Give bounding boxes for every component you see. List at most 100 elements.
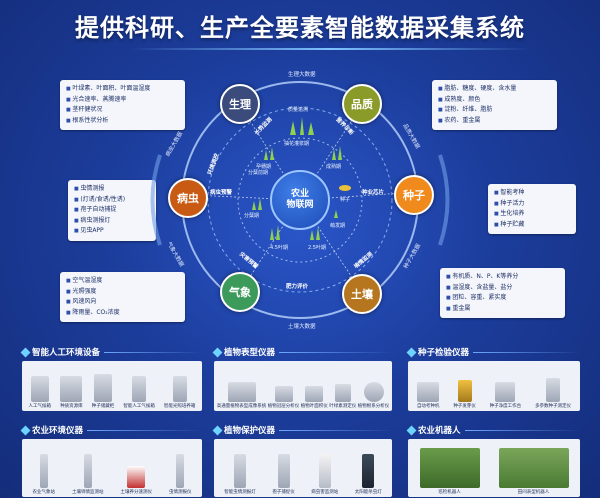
- device-item[interactable]: 土壤养分速测仪: [120, 465, 153, 496]
- list-item: 脂肪、糖度、硬度、含水量: [438, 84, 551, 95]
- list-item: 根系性状分析: [66, 116, 179, 127]
- list-item: 种子贮藏: [494, 220, 570, 231]
- info-box-quality: 脂肪、糖度、硬度、含水量 成熟度、颜色 淀粉、纤维、脂肪 农药、重金属: [432, 80, 557, 130]
- device-item[interactable]: 土壤墒情监测站: [72, 453, 104, 496]
- diamond-icon: [212, 425, 223, 435]
- iot-hub: 农业 物联网: [270, 170, 330, 230]
- diamond-icon: [20, 425, 31, 435]
- device-label: 植物冠层分析仪: [267, 403, 300, 409]
- node-pest[interactable]: 病虫: [168, 178, 208, 218]
- node-weather[interactable]: 气象: [220, 272, 260, 312]
- device-label: 高通量植物表型成像系统: [216, 403, 267, 409]
- label-seed-chip: 种业芯片: [362, 190, 385, 196]
- device-label: 孢子捕捉仪: [272, 489, 295, 495]
- section-agri-environment: 农业环境仪器 农业气象站 土壤墒情监测站 土壤养分速测仪 虫情测报仪: [20, 424, 202, 497]
- label-leaf-4-5: 4.5叶期: [270, 245, 288, 251]
- device-label: 植物叶面积仪: [300, 403, 328, 409]
- diamond-icon: [212, 347, 223, 357]
- list-item: 降雨量、CO₂浓度: [66, 308, 179, 319]
- device-label: 叶绿素测定仪: [329, 403, 357, 409]
- info-box-seed: 智能考种 种子活力 生化培养 种子贮藏: [488, 184, 576, 234]
- device-label: 土壤墒情监测站: [72, 489, 104, 495]
- list-item: 有机质、N、P、K等养分: [446, 272, 559, 283]
- list-item: 叶绿素、叶面积、叶面温湿度: [66, 84, 179, 95]
- device-item[interactable]: 田间表型机器人: [498, 447, 569, 496]
- label-seed: 种子: [340, 197, 351, 203]
- device-label: 智能光照培养箱: [163, 403, 196, 409]
- section-title: 智能人工环境设备: [32, 348, 101, 358]
- device-item[interactable]: 高通量植物表型成像系统: [216, 381, 267, 410]
- device-panel: 高通量植物表型成像系统 植物冠层分析仪 植物叶面积仪 叶绿素测定仪 植物根系分析…: [214, 361, 392, 411]
- device-label: 种子发芽仪: [453, 403, 476, 409]
- device-item[interactable]: 巡检机器人: [419, 447, 480, 496]
- node-label: 土壤: [351, 288, 373, 301]
- device-item[interactable]: 多参数种子测定仪: [535, 377, 572, 410]
- list-item: (灯诱/食诱/性诱): [74, 195, 150, 206]
- device-label: 多参数种子测定仪: [535, 403, 572, 409]
- list-item: 病虫测报灯: [74, 216, 150, 227]
- device-label: 自动考种机: [416, 403, 440, 409]
- list-item: 重金属: [446, 304, 559, 315]
- device-item[interactable]: 种子发芽仪: [453, 379, 476, 410]
- device-label: 土壤养分速测仪: [120, 489, 153, 495]
- list-item: 团粒、容重、紧实度: [446, 293, 559, 304]
- device-label: 太阳能杀虫灯: [354, 489, 382, 495]
- list-item: 空气温湿度: [66, 276, 179, 287]
- node-label: 生理: [229, 98, 251, 111]
- device-label: 虫情测报仪: [169, 489, 192, 495]
- device-panel: 自动考种机 种子发芽仪 种子净度工作台 多参数种子测定仪: [408, 361, 580, 411]
- section-seed-testing: 种子检验仪器 自动考种机 种子发芽仪 种子净度工作台 多参数种子测定仪: [406, 346, 580, 411]
- list-item: 茎秆健状况: [66, 105, 179, 116]
- device-item[interactable]: 虫情测报仪: [169, 453, 192, 496]
- section-title: 农业机器人: [418, 426, 461, 436]
- list-item: 智能考种: [494, 188, 570, 199]
- label-disease-warn: 病虫预警: [210, 190, 233, 196]
- node-soil[interactable]: 土壤: [342, 274, 382, 314]
- device-item[interactable]: 种子储藏柜: [92, 373, 114, 410]
- device-label: 种质资源库: [60, 403, 83, 409]
- device-item[interactable]: 智能虫情测报灯: [224, 453, 256, 496]
- section-title: 植物保护仪器: [224, 426, 276, 436]
- device-item[interactable]: 种质资源库: [60, 375, 83, 410]
- device-item[interactable]: 种子净度工作台: [490, 381, 521, 410]
- device-item[interactable]: 自动考种机: [416, 381, 440, 410]
- device-item[interactable]: 太阳能杀虫灯: [354, 453, 382, 496]
- list-item: 风速风向: [66, 297, 179, 308]
- diamond-icon: [406, 347, 417, 357]
- device-item[interactable]: 病虫害监测站: [311, 453, 339, 496]
- ring-label-top: 生理大数据: [288, 72, 316, 78]
- section-title: 植物表型仪器: [224, 348, 276, 358]
- hub-label-line2: 物联网: [286, 200, 314, 210]
- label-leaf-2-5: 2.5叶期: [308, 245, 326, 251]
- device-label: 植物根系分析仪: [357, 403, 390, 409]
- device-label: 智能虫情测报灯: [224, 489, 256, 495]
- device-item[interactable]: 农业气象站: [32, 453, 56, 496]
- node-physiology[interactable]: 生理: [220, 84, 260, 124]
- node-quality[interactable]: 品质: [342, 84, 382, 124]
- section-agri-robots: 农业机器人 巡检机器人 田间表型机器人: [406, 424, 580, 497]
- list-item: 生化培养: [494, 209, 570, 220]
- list-item: 见虫APP: [74, 226, 150, 237]
- node-label: 品质: [351, 98, 373, 111]
- device-item[interactable]: 植物叶面积仪: [300, 385, 328, 410]
- device-item[interactable]: 人工气候箱: [29, 375, 51, 410]
- device-item[interactable]: 智能光照培养箱: [163, 375, 196, 410]
- page-title: 提供科研、生产全要素智能数据采集系统: [75, 14, 525, 42]
- device-panel: 巡检机器人 田间表型机器人: [408, 439, 580, 497]
- device-item[interactable]: 孢子捕捉仪: [272, 453, 295, 496]
- device-item[interactable]: 智能人工气候箱: [123, 375, 155, 410]
- device-label: 农业气象站: [32, 489, 56, 495]
- node-label: 气象: [229, 286, 251, 299]
- label-heading: 孕穗期: [256, 164, 272, 170]
- section-env-equipment: 智能人工环境设备 人工气候箱 种质资源库 种子储藏柜 智能人工气候箱 智能光照培…: [20, 346, 202, 411]
- device-item[interactable]: 植物冠层分析仪: [267, 385, 300, 410]
- diamond-icon: [406, 425, 417, 435]
- node-seed[interactable]: 种子: [394, 175, 434, 215]
- label-seedling: 分蘖前期: [248, 170, 269, 176]
- device-item[interactable]: 植物根系分析仪: [357, 381, 390, 410]
- device-label: 病虫害监测站: [311, 489, 339, 495]
- diamond-icon: [20, 347, 31, 357]
- device-item[interactable]: 叶绿素测定仪: [329, 383, 357, 410]
- section-title: 种子检验仪器: [418, 348, 470, 358]
- hub-label-line1: 农业: [290, 189, 309, 199]
